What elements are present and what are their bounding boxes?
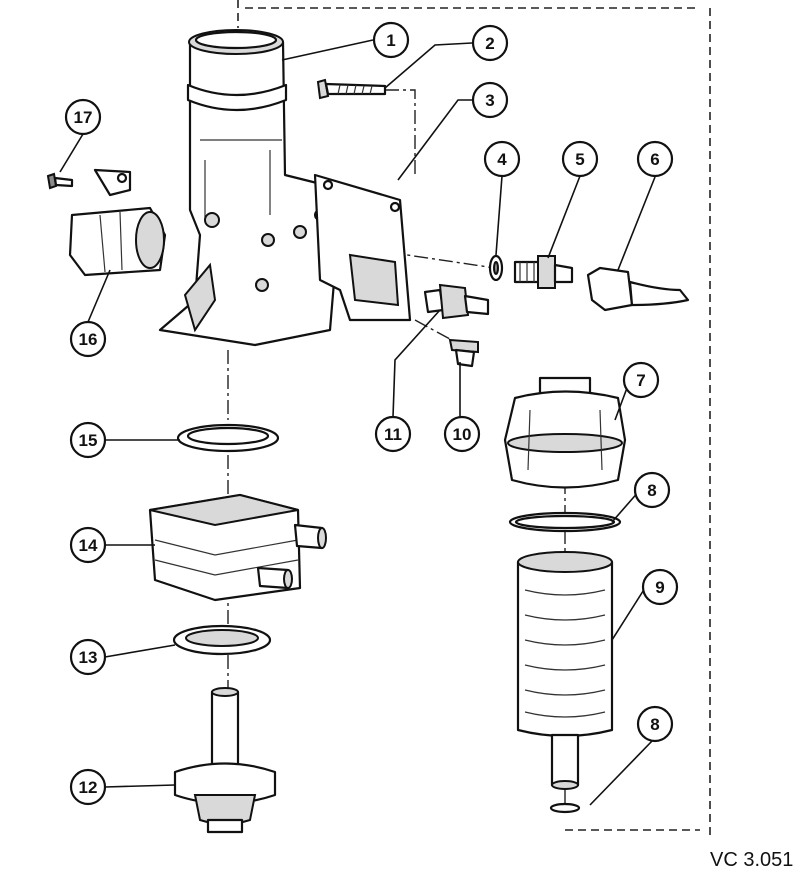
callout-9: 9	[641, 568, 679, 606]
callout-label: 7	[636, 371, 645, 390]
callout-14: 14	[69, 526, 107, 564]
seal-ring-upper	[176, 423, 280, 453]
callout-label: 6	[650, 150, 659, 169]
callout-label: 12	[79, 778, 98, 797]
callout-label: 11	[384, 425, 402, 444]
callout-16: 16	[69, 320, 107, 358]
callout-label: 8	[647, 481, 656, 500]
callout-label: 13	[79, 648, 98, 667]
gasket-plate	[313, 173, 412, 322]
o-ring-lower	[549, 802, 581, 814]
callout-8-lower: 8	[636, 705, 674, 743]
sensor	[423, 283, 490, 320]
callout-label: 1	[386, 31, 395, 50]
callout-17: 17	[64, 98, 102, 136]
hose-with-nut	[586, 266, 690, 312]
callout-2: 2	[471, 24, 509, 62]
reference-code: VC 3.051	[710, 849, 793, 871]
callout-label: 3	[485, 91, 494, 110]
callout-5: 5	[561, 140, 599, 178]
callout-11: 11	[374, 415, 412, 453]
filter-cap	[503, 376, 627, 489]
small-screw	[46, 172, 74, 190]
o-ring-upper	[508, 511, 622, 533]
oil-cooler	[148, 493, 327, 602]
callout-label: 16	[79, 330, 98, 349]
callout-10: 10	[443, 415, 481, 453]
callout-12: 12	[69, 768, 107, 806]
callout-label: 2	[485, 34, 494, 53]
callout-label: 15	[79, 431, 98, 450]
center-bolt-assembly	[173, 687, 277, 834]
callout-7: 7	[622, 361, 660, 399]
callout-1: 1	[372, 21, 410, 59]
callout-label: 17	[74, 108, 93, 127]
callout-13: 13	[69, 638, 107, 676]
callout-label: 8	[650, 715, 659, 734]
callout-label: 10	[453, 425, 472, 444]
circlip	[488, 254, 504, 282]
bolt	[316, 78, 387, 100]
callout-label: 9	[655, 578, 664, 597]
callout-3: 3	[471, 81, 509, 119]
leader-lines	[59, 39, 656, 806]
seal-ring-lower	[172, 624, 272, 656]
drain-plug	[448, 338, 479, 368]
callout-label: 5	[575, 150, 584, 169]
callout-15: 15	[69, 421, 107, 459]
filter-element	[516, 551, 614, 790]
callout-6: 6	[636, 140, 674, 178]
callout-label: 14	[79, 536, 98, 555]
callout-4: 4	[483, 140, 521, 178]
dashed-frame	[237, 0, 711, 840]
callout-8-upper: 8	[633, 471, 671, 509]
filter-housing	[158, 29, 337, 347]
callout-label: 4	[497, 150, 507, 169]
bracket-clamp	[68, 168, 167, 277]
union-fitting	[513, 255, 574, 289]
